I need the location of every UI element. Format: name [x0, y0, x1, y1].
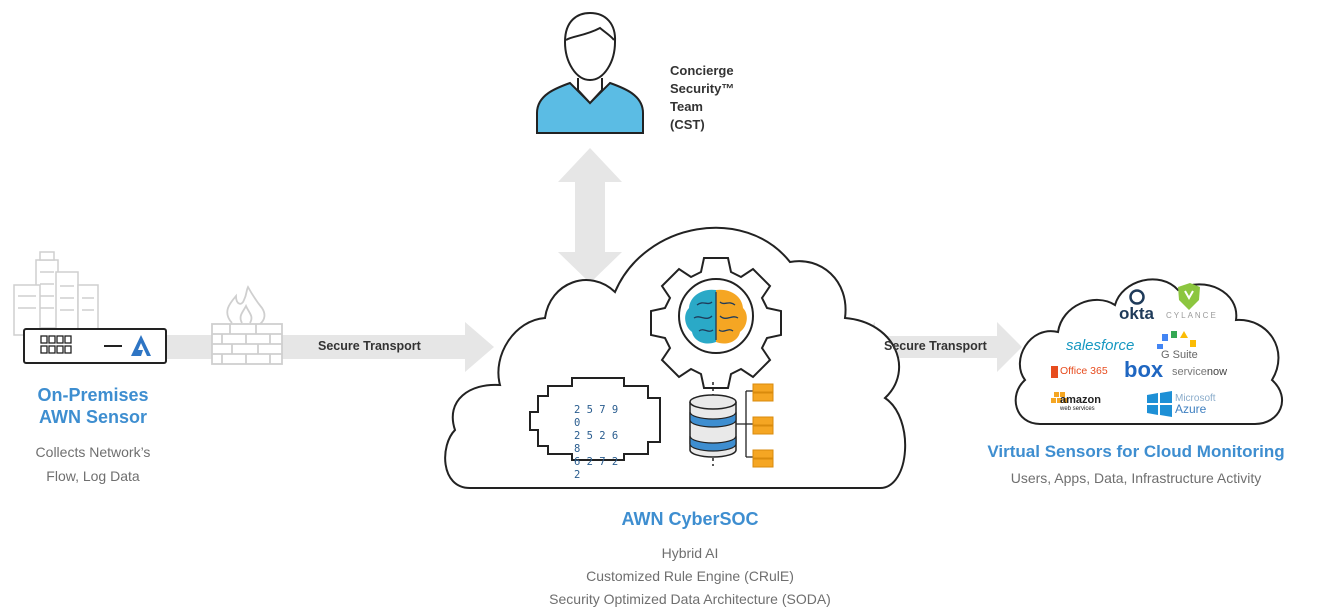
cylance-wordmark: CYLANCE: [1166, 311, 1218, 320]
right-transport-arrow: [850, 322, 1022, 372]
azure-wordmark: Microsoft Azure: [1175, 393, 1216, 415]
onprem-title-line-2: AWN Sensor: [38, 407, 148, 427]
cst-label: Concierge Security™ Team (CST): [670, 62, 770, 134]
feature-item: Customized Rule Engine (CRulE): [586, 568, 794, 584]
cylance-logo-icon: [1178, 283, 1200, 310]
person-icon: [536, 11, 644, 134]
database-icon: [689, 382, 753, 466]
engine-number-row: 6 2 7 2 2: [574, 456, 619, 481]
engine-number-row: 2 5 2 6 8: [574, 430, 619, 455]
box-wordmark: box: [1124, 357, 1164, 382]
cst-line-4: (CST): [670, 117, 705, 132]
onprem-desc-line-2: Flow, Log Data: [46, 468, 140, 484]
left-transport-arrow: [160, 322, 494, 372]
awn-logo-icon: [131, 335, 151, 356]
virtual-sensors-cloud: [1014, 278, 1284, 425]
gsuite-logo-icon: [1157, 331, 1196, 349]
amazon-line-1: amazon: [1060, 394, 1101, 406]
engine-numbers: 2 5 7 9 0 2 5 2 6 8 6 2 7 2 2: [574, 404, 624, 482]
amazon-wordmark: amazon web services: [1060, 395, 1101, 413]
salesforce-wordmark: salesforce: [1066, 337, 1135, 354]
servicenow-part-a: service: [1172, 366, 1207, 378]
gear-brain-icon: [650, 257, 782, 389]
okta-logo-icon: [1129, 289, 1145, 305]
cst-line-3: Team: [670, 99, 703, 114]
onprem-desc-line-1: Collects Network’s: [35, 444, 151, 460]
servicenow-wordmark: servicenow: [1172, 366, 1227, 378]
cst-line-2: Security™: [670, 81, 735, 96]
servicenow-part-b: now: [1206, 366, 1228, 378]
firewall-icon: [211, 285, 283, 365]
office365-logo-icon: [1051, 366, 1058, 378]
azure-line-1: Microsoft: [1175, 393, 1216, 404]
office365-wordmark: Office 365: [1060, 365, 1108, 377]
onprem-title-line-1: On-Premises: [37, 385, 149, 405]
cybersoc-features: Hybrid AI Customized Rule Engine (CRulE)…: [440, 542, 940, 611]
engine-number-row: 2 5 7 9 0: [574, 404, 619, 429]
cybersoc-title: AWN CyberSOC: [621, 509, 759, 529]
amazon-logo-icon: [1051, 392, 1068, 403]
amazon-line-2: web services: [1060, 406, 1095, 412]
feature-item: Security Optimized Data Architecture (SO…: [549, 591, 831, 607]
virtual-title: Virtual Sensors for Cloud Monitoring: [987, 442, 1285, 461]
azure-windows-logo-icon: [1147, 391, 1172, 417]
gsuite-wordmark: G Suite: [1161, 349, 1198, 361]
okta-wordmark: okta: [1119, 304, 1154, 323]
virtual-desc: Users, Apps, Data, Infrastructure Activi…: [1010, 470, 1262, 486]
cst-line-1: Concierge: [670, 63, 734, 78]
orange-storage-blocks: [752, 383, 774, 468]
onprem-block: On-Premises AWN Sensor Collects Network’…: [0, 384, 186, 488]
engine-icon: [529, 377, 661, 461]
azure-line-2: Azure: [1175, 402, 1207, 416]
transport-label-left: Secure Transport: [318, 339, 421, 353]
transport-label-right: Secure Transport: [884, 339, 987, 353]
feature-item: Hybrid AI: [661, 545, 719, 561]
awn-sensor-device: [23, 328, 167, 364]
buildings-icon: [13, 251, 99, 336]
vertical-double-arrow: [558, 148, 622, 283]
